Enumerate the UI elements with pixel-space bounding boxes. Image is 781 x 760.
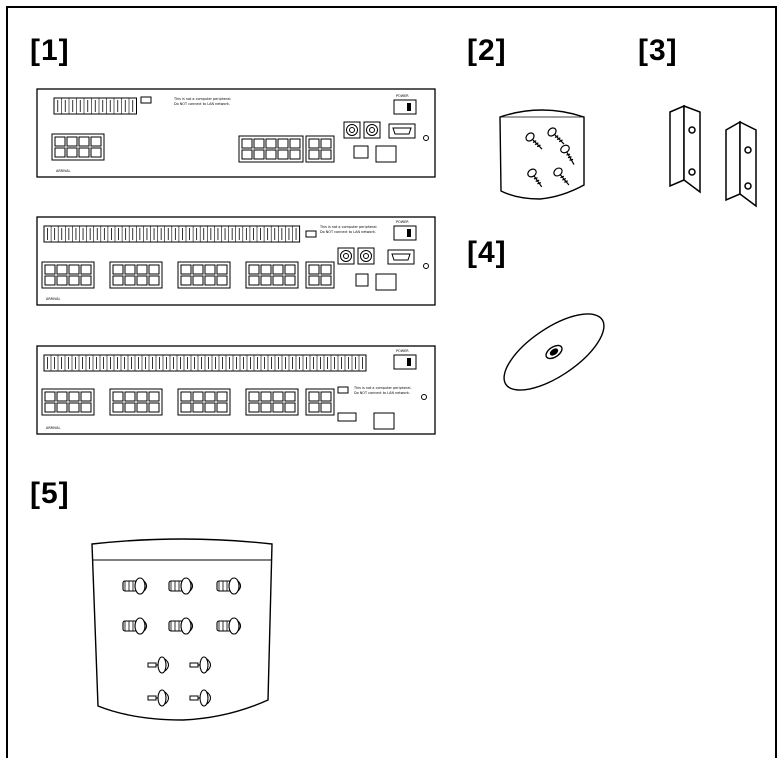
item-label-5: [5]	[30, 477, 70, 510]
terminal-strip	[375, 145, 397, 163]
connector-block	[305, 388, 335, 416]
item-label-4: [4]	[467, 236, 507, 269]
plug-icon	[189, 689, 212, 707]
panel-outline	[36, 88, 436, 178]
brand-label: ARRIVAL	[46, 426, 60, 430]
bracket-icon	[669, 104, 757, 208]
screw-bag-icon	[499, 109, 585, 200]
connector-block	[177, 388, 231, 416]
terminal-strip	[373, 412, 395, 430]
plug-icon	[147, 689, 170, 707]
item-label-1: [1]	[30, 34, 70, 67]
usb-port	[355, 273, 369, 287]
plug-icon	[216, 577, 242, 595]
usb-port	[337, 412, 357, 422]
brand-label: ARRIVAL	[56, 169, 70, 173]
dip-switch	[337, 386, 349, 394]
dip-switch	[305, 230, 317, 238]
connector-block	[245, 388, 299, 416]
ground-terminal	[421, 394, 427, 400]
power-label: POWER	[396, 349, 409, 353]
unit-panel-small: This is not a computer peripheral. Do NO…	[36, 88, 436, 178]
power-switch	[393, 225, 417, 241]
panel-note: Do NOT connect to LAN network.	[354, 391, 410, 395]
connector-block	[305, 135, 335, 163]
usb-port	[353, 145, 369, 159]
plug-icon	[168, 617, 194, 635]
disc-icon	[503, 313, 605, 391]
panel-note: Do NOT connect to LAN network.	[174, 102, 230, 106]
connector-block	[41, 388, 95, 416]
item-label-2: [2]	[467, 34, 507, 67]
panel-note: Do NOT connect to LAN network.	[320, 230, 376, 234]
power-switch	[393, 99, 417, 115]
plug-icon	[147, 656, 170, 674]
power-label: POWER	[396, 94, 409, 98]
connector-block	[245, 261, 299, 289]
panel-note: This is not a computer peripheral.	[353, 386, 411, 390]
jack	[343, 121, 361, 139]
item-label-3: [3]	[638, 34, 678, 67]
connector-block	[41, 261, 95, 289]
plug-icon	[122, 577, 148, 595]
diagram-frame	[6, 6, 777, 758]
connector-block	[238, 135, 304, 163]
connector-block	[109, 388, 163, 416]
panel-note: This is not a computer peripheral.	[319, 225, 377, 229]
power-switch	[393, 354, 417, 370]
plug-bag-icon	[91, 538, 273, 721]
terminal-strip	[375, 273, 397, 291]
plug-icon	[122, 617, 148, 635]
jack	[357, 247, 375, 265]
serial-port	[388, 123, 416, 139]
connector-block	[305, 261, 335, 289]
connector-block	[177, 261, 231, 289]
connector-block	[51, 133, 105, 161]
plug-icon	[189, 656, 212, 674]
jack	[363, 121, 381, 139]
plug-icon	[168, 577, 194, 595]
connector-block	[109, 261, 163, 289]
ground-terminal	[423, 263, 429, 269]
ground-terminal	[423, 135, 429, 141]
serial-port	[387, 249, 415, 265]
jack	[337, 247, 355, 265]
plug-icon	[216, 617, 242, 635]
brand-label: ARRIVAL	[46, 297, 60, 301]
panel-note: This is not a computer peripheral.	[173, 97, 231, 101]
dip-switch	[140, 96, 152, 104]
power-label: POWER	[396, 220, 409, 224]
unit-panel-medium: This is not a computer peripheral. Do NO…	[36, 216, 436, 306]
